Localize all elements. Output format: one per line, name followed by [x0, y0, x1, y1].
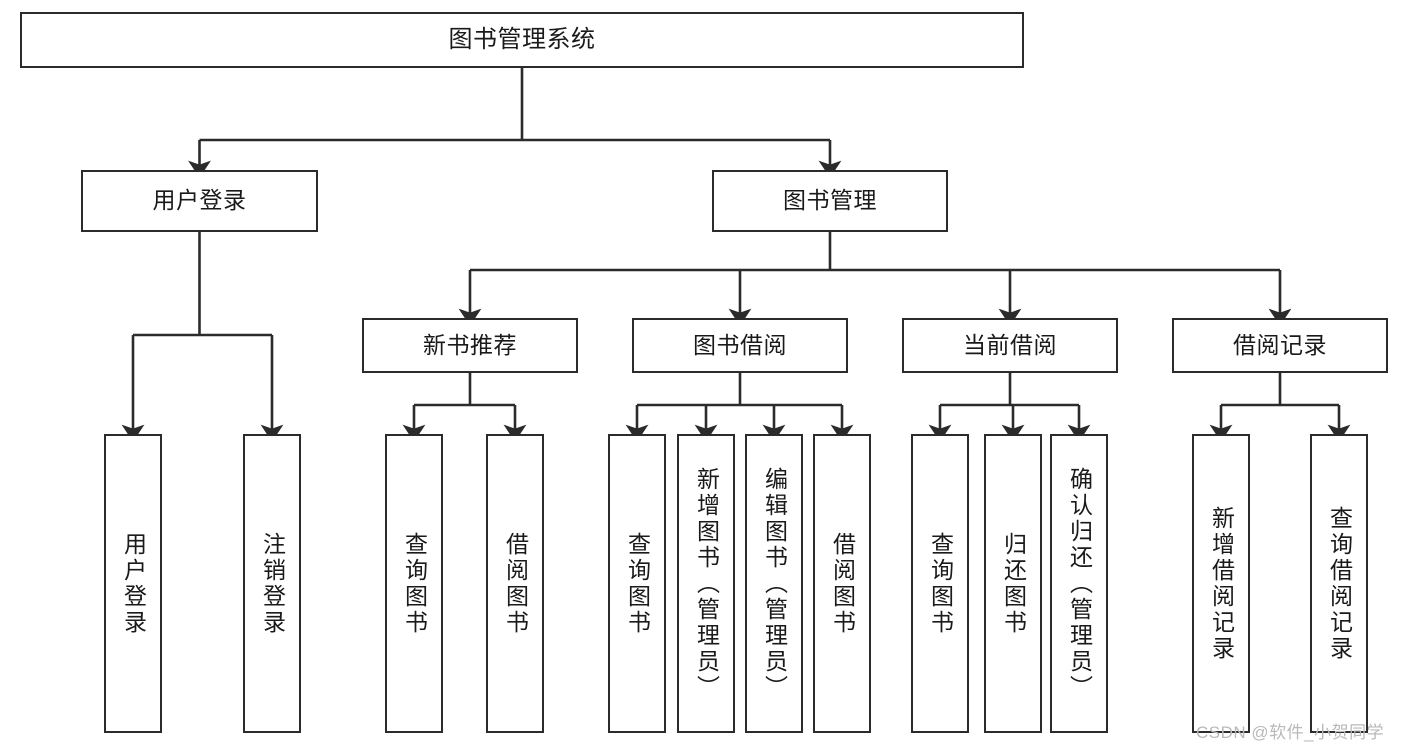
node-label: 新书推荐	[423, 331, 517, 358]
node-leaf-query-1[interactable]: 查询图书	[385, 434, 443, 733]
node-user-login[interactable]: 用户登录	[81, 170, 318, 232]
node-label: 借阅图书	[829, 531, 856, 636]
node-leaf-edit-book[interactable]: 编辑图书（管理员）	[745, 434, 803, 733]
node-label: 当前借阅	[963, 331, 1057, 358]
node-label: 借阅记录	[1233, 331, 1327, 358]
node-leaf-borrow-1[interactable]: 借阅图书	[486, 434, 544, 733]
node-label: 归还图书	[1000, 531, 1027, 636]
watermark-text: CSDN @软件_小贺同学	[1196, 723, 1385, 742]
node-root[interactable]: 图书管理系统	[20, 12, 1024, 68]
node-leaf-add-book[interactable]: 新增图书（管理员）	[677, 434, 735, 733]
node-leaf-borrow-2[interactable]: 借阅图书	[813, 434, 871, 733]
node-label: 编辑图书（管理员）	[761, 466, 788, 701]
node-current-borrow[interactable]: 当前借阅	[902, 318, 1118, 373]
node-leaf-query-3[interactable]: 查询图书	[911, 434, 969, 733]
node-borrow-record[interactable]: 借阅记录	[1172, 318, 1388, 373]
node-label: 新增图书（管理员）	[693, 466, 720, 701]
node-label: 查询图书	[401, 531, 428, 636]
node-new-book-rec[interactable]: 新书推荐	[362, 318, 578, 373]
node-book-borrow[interactable]: 图书借阅	[632, 318, 848, 373]
node-label: 查询图书	[927, 531, 954, 636]
node-book-manage[interactable]: 图书管理	[712, 170, 948, 232]
node-label: 图书借阅	[693, 331, 787, 358]
node-label: 注销登录	[259, 531, 286, 636]
node-label: 查询图书	[624, 531, 651, 636]
node-label: 借阅图书	[502, 531, 529, 636]
node-leaf-add-rec[interactable]: 新增借阅记录	[1192, 434, 1250, 733]
node-leaf-confirm[interactable]: 确认归还（管理员）	[1050, 434, 1108, 733]
node-label: 确认归还（管理员）	[1066, 466, 1093, 701]
node-label: 查询借阅记录	[1326, 505, 1353, 662]
node-label: 用户登录	[120, 531, 147, 636]
node-label: 用户登录	[152, 187, 247, 214]
node-label: 图书管理系统	[448, 25, 596, 53]
node-leaf-logout[interactable]: 注销登录	[243, 434, 301, 733]
node-label: 图书管理	[783, 187, 877, 214]
node-leaf-user-login[interactable]: 用户登录	[104, 434, 162, 733]
node-leaf-query-rec[interactable]: 查询借阅记录	[1310, 434, 1368, 733]
node-label: 新增借阅记录	[1208, 505, 1235, 662]
connector-paths	[121, 68, 1351, 442]
node-leaf-return[interactable]: 归还图书	[984, 434, 1042, 733]
node-leaf-query-2[interactable]: 查询图书	[608, 434, 666, 733]
